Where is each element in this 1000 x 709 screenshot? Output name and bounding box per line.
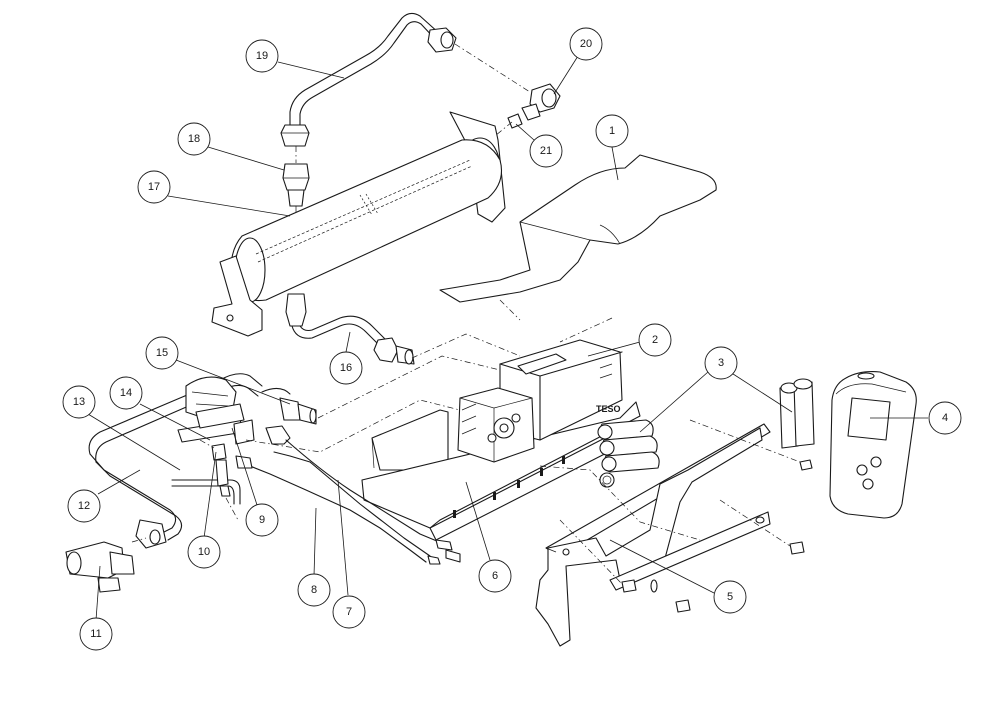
callout-13: 13	[62, 385, 96, 419]
callout-13-label: 13	[73, 396, 85, 408]
callout-12: 12	[67, 489, 101, 523]
pilot-assembly	[88, 373, 317, 549]
callout-9: 9	[245, 503, 279, 537]
callout-16-label: 16	[340, 362, 352, 374]
rear-bracket	[535, 423, 771, 647]
callout-10: 10	[187, 535, 221, 569]
lower-pipe	[285, 293, 415, 365]
callout-2: 2	[638, 323, 672, 357]
callout-21: 21	[529, 134, 563, 168]
gas-valve: TESO	[457, 339, 623, 463]
assembly-center-lines	[245, 299, 701, 541]
callout-15: 15	[145, 336, 179, 370]
callout-10-label: 10	[198, 546, 210, 558]
callout-3: 3	[704, 346, 738, 380]
callout-18: 18	[177, 122, 211, 156]
upper-gas-pipe	[280, 12, 457, 147]
union-fitting	[282, 146, 310, 225]
callout-16: 16	[329, 351, 363, 385]
callout-9-label: 9	[259, 514, 265, 526]
batteries	[597, 378, 815, 488]
callout-11: 11	[79, 617, 113, 651]
heat-shield	[439, 154, 717, 303]
callout-14-label: 14	[120, 387, 132, 399]
callout-8: 8	[297, 573, 331, 607]
callout-11-label: 11	[90, 628, 101, 640]
callout-19-label: 19	[256, 50, 268, 62]
screws	[559, 419, 813, 613]
callout-2-label: 2	[652, 334, 658, 346]
callout-20: 20	[569, 27, 603, 61]
callout-4: 4	[928, 401, 962, 435]
callout-7-label: 7	[346, 606, 352, 618]
callout-5-label: 5	[727, 591, 733, 603]
mounting-bracket	[361, 401, 641, 541]
callout-7: 7	[332, 595, 366, 629]
callout-14: 14	[109, 376, 143, 410]
callout-19: 19	[245, 39, 279, 73]
callout-17-label: 17	[148, 181, 160, 193]
burner-tube	[211, 111, 506, 337]
callout-5: 5	[713, 580, 747, 614]
callout-3-label: 3	[718, 357, 724, 369]
remote-control	[829, 371, 917, 519]
callout-6-label: 6	[492, 570, 498, 582]
gas-valve-brand-label: TESO	[596, 404, 621, 414]
callout-18-label: 18	[188, 133, 200, 145]
callout-6: 6	[478, 559, 512, 593]
callout-21-label: 21	[540, 145, 552, 157]
callout-4-label: 4	[942, 412, 948, 424]
callout-1-label: 1	[609, 125, 615, 137]
tee-fitting	[65, 537, 147, 593]
leader-lines	[87, 55, 928, 621]
callout-1: 1	[595, 114, 629, 148]
callout-15-label: 15	[156, 347, 168, 359]
callout-12-label: 12	[78, 500, 90, 512]
callout-8-label: 8	[311, 584, 317, 596]
callout-20-label: 20	[580, 38, 592, 50]
callout-17: 17	[137, 170, 171, 204]
